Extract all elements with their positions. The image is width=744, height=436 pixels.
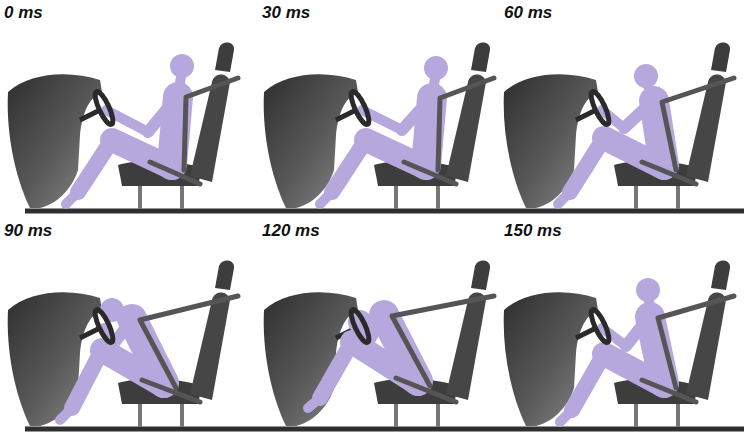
lap-belt: [404, 162, 456, 184]
crash-frame: [8, 43, 238, 209]
floor-line: [25, 209, 744, 214]
occupant: [560, 278, 664, 422]
car-seat: [118, 261, 234, 427]
time-label: 60 ms: [504, 4, 552, 23]
steering-wheel: [92, 308, 116, 345]
lap-belt: [642, 380, 696, 402]
steering-wheel: [92, 90, 116, 127]
crash-frame: [504, 43, 734, 209]
dashboard: [504, 74, 598, 208]
time-label: 0 ms: [4, 4, 43, 23]
occupant: [558, 64, 664, 204]
lap-belt: [142, 380, 200, 402]
crash-frame: [264, 43, 494, 209]
shoulder-belt: [438, 78, 494, 170]
shoulder-belt: [658, 296, 734, 388]
car-seat: [614, 261, 730, 427]
car-seat: [374, 261, 490, 427]
shoulder-belt: [392, 296, 494, 386]
dashboard: [8, 292, 102, 426]
dashboard: [504, 292, 598, 426]
floor-line: [25, 427, 744, 432]
time-label: 90 ms: [4, 222, 52, 241]
time-label: 30 ms: [262, 4, 310, 23]
crash-frame: [504, 261, 734, 427]
shoulder-belt: [662, 78, 734, 170]
occupant: [320, 56, 448, 204]
time-label: 120 ms: [262, 222, 320, 241]
steering-wheel: [348, 90, 372, 127]
steering-wheel: [588, 90, 612, 127]
dashboard: [264, 292, 358, 426]
steering-wheel: [348, 308, 372, 345]
steering-wheel: [588, 308, 612, 345]
lap-belt: [150, 162, 200, 184]
car-seat: [614, 43, 730, 209]
time-label: 150 ms: [504, 222, 562, 241]
crash-frame: [264, 261, 494, 427]
lap-belt: [642, 162, 696, 184]
lap-belt: [396, 378, 456, 402]
shoulder-belt: [140, 296, 238, 388]
occupant: [66, 54, 194, 204]
crash-frame: [8, 261, 238, 427]
shoulder-belt: [184, 78, 238, 170]
